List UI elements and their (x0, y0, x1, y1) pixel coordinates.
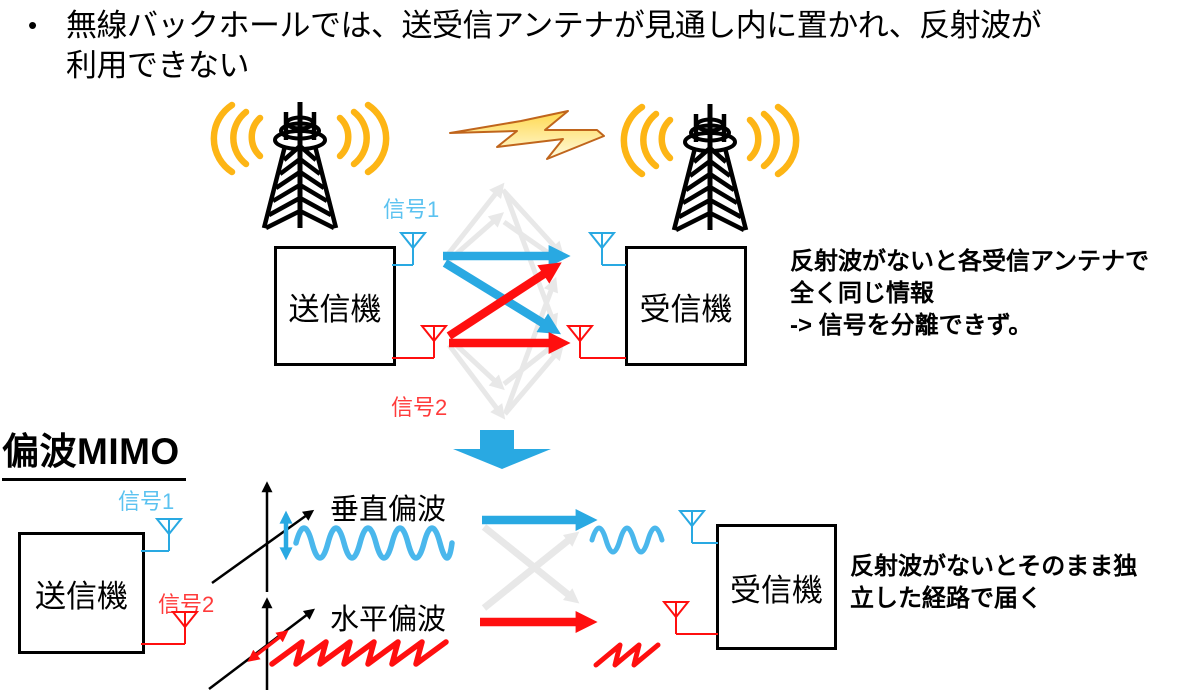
intro-lines: 無線バックホールでは、送受信アンテナが見通し内に置かれ、反射波が 利用できない (66, 6, 1192, 86)
receiver-label-top: 受信機 (639, 291, 733, 327)
antenna-icon-rx-blue (589, 232, 615, 266)
top-note-line-3: -> 信号を分離できず。 (790, 312, 1033, 339)
gray-cross-arrow-1 (481, 524, 580, 604)
vertical-pol-frame (211, 481, 315, 592)
antenna-icon-tx-red (421, 325, 447, 359)
horizontal-oscillation-arrow (247, 630, 289, 662)
radio-tower-icon-left (214, 102, 386, 228)
signal-arrows-top (442, 245, 571, 354)
bullet-marker: • (28, 10, 38, 40)
received-vertical-wave (589, 525, 665, 555)
transmitter-label-top: 送信機 (288, 291, 382, 327)
transmitter-box-top: 送信機 (274, 246, 396, 366)
bottom-note: 反射波がないとそのまま独 立した経路で届く (850, 551, 1137, 615)
receiver-box-bottom: 受信機 (716, 524, 837, 650)
bottom-note-line-2: 立した経路で届く (850, 585, 1042, 612)
receiver-box-top: 受信機 (625, 246, 747, 366)
vertical-polarization-label: 垂直偏波 (330, 494, 447, 526)
transmitter-box-bottom: 送信機 (18, 532, 145, 654)
antennas-top (392, 232, 626, 359)
section-heading: 偏波MIMO (2, 421, 186, 481)
receiver-label-bottom: 受信機 (730, 572, 823, 608)
top-note: 反射波がないと各受信アンテナで 全く同じ情報 -> 信号を分離できず。 (790, 246, 1149, 342)
signal2-label-top: 信号2 (391, 395, 448, 420)
signal2-label-bottom: 信号2 (158, 592, 215, 617)
antenna-icon-tx2-blue (156, 518, 182, 552)
transmitter-label-bottom: 送信機 (35, 578, 128, 614)
horizontal-polarization-label: 水平偏波 (330, 604, 447, 636)
channel-arrows-bottom (480, 509, 598, 633)
horizontal-wave (269, 639, 449, 667)
antenna-icon-rx-red (567, 325, 593, 359)
horizontal-pol-frame (208, 597, 316, 690)
lightning-bolt-icon (449, 110, 605, 160)
intro-line-2: 利用できない (66, 48, 250, 83)
signal1-cross-arrow (442, 259, 561, 335)
signal1-label-top: 信号1 (383, 197, 440, 222)
antenna-icon-tx-blue (400, 232, 426, 266)
radio-tower-icon-right (624, 104, 796, 230)
top-note-line-2: 全く同じ情報 (790, 280, 934, 307)
top-note-line-1: 反射波がないと各受信アンテナで (790, 248, 1150, 275)
big-down-arrow-icon (453, 430, 551, 469)
intro-line-1: 無線バックホールでは、送受信アンテナが見通し内に置かれ、反射波が (66, 8, 1042, 43)
bottom-note-line-1: 反射波がないとそのまま独 (850, 553, 1138, 580)
signal1-label-bottom: 信号1 (118, 489, 175, 514)
multipath-gray-arrows-top (443, 182, 565, 420)
intro-block: • 無線バックホールでは、送受信アンテナが見通し内に置かれ、反射波が 利用できな… (0, 6, 1192, 86)
antenna-icon-rx2-blue (679, 510, 705, 544)
signal2-cross-arrow (446, 262, 562, 340)
gray-cross-arrow-2 (481, 531, 580, 611)
antenna-icon-rx2-red (663, 601, 689, 635)
received-horizontal-wave (593, 642, 661, 668)
vertical-wave (293, 525, 455, 561)
